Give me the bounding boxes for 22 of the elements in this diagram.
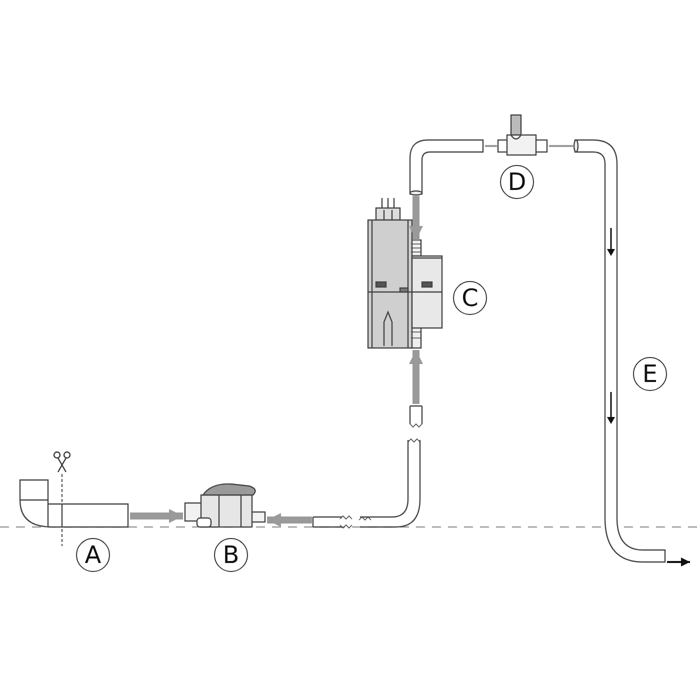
label-circle bbox=[500, 165, 534, 199]
pump-drawing bbox=[366, 198, 444, 350]
label-circle bbox=[214, 538, 248, 572]
part-letter: B bbox=[222, 543, 240, 567]
connector-line bbox=[549, 145, 573, 147]
arrow bbox=[409, 196, 423, 240]
label-circle bbox=[76, 538, 110, 572]
arrow bbox=[267, 513, 312, 527]
elbow-tube-drawing bbox=[18, 478, 130, 529]
part-letter: E bbox=[642, 362, 658, 386]
arrow bbox=[409, 350, 423, 404]
part-letter: D bbox=[508, 170, 526, 194]
connector-line bbox=[485, 145, 497, 147]
part-letter: C bbox=[462, 286, 478, 310]
part-letter: A bbox=[84, 543, 102, 567]
arrow bbox=[667, 558, 690, 566]
label-circle bbox=[453, 281, 487, 315]
label-circle bbox=[633, 357, 667, 391]
arrow bbox=[130, 509, 183, 523]
hose-drawing bbox=[312, 404, 424, 529]
elbow-tube-drawing bbox=[408, 138, 485, 196]
pump-drawing bbox=[183, 481, 267, 529]
